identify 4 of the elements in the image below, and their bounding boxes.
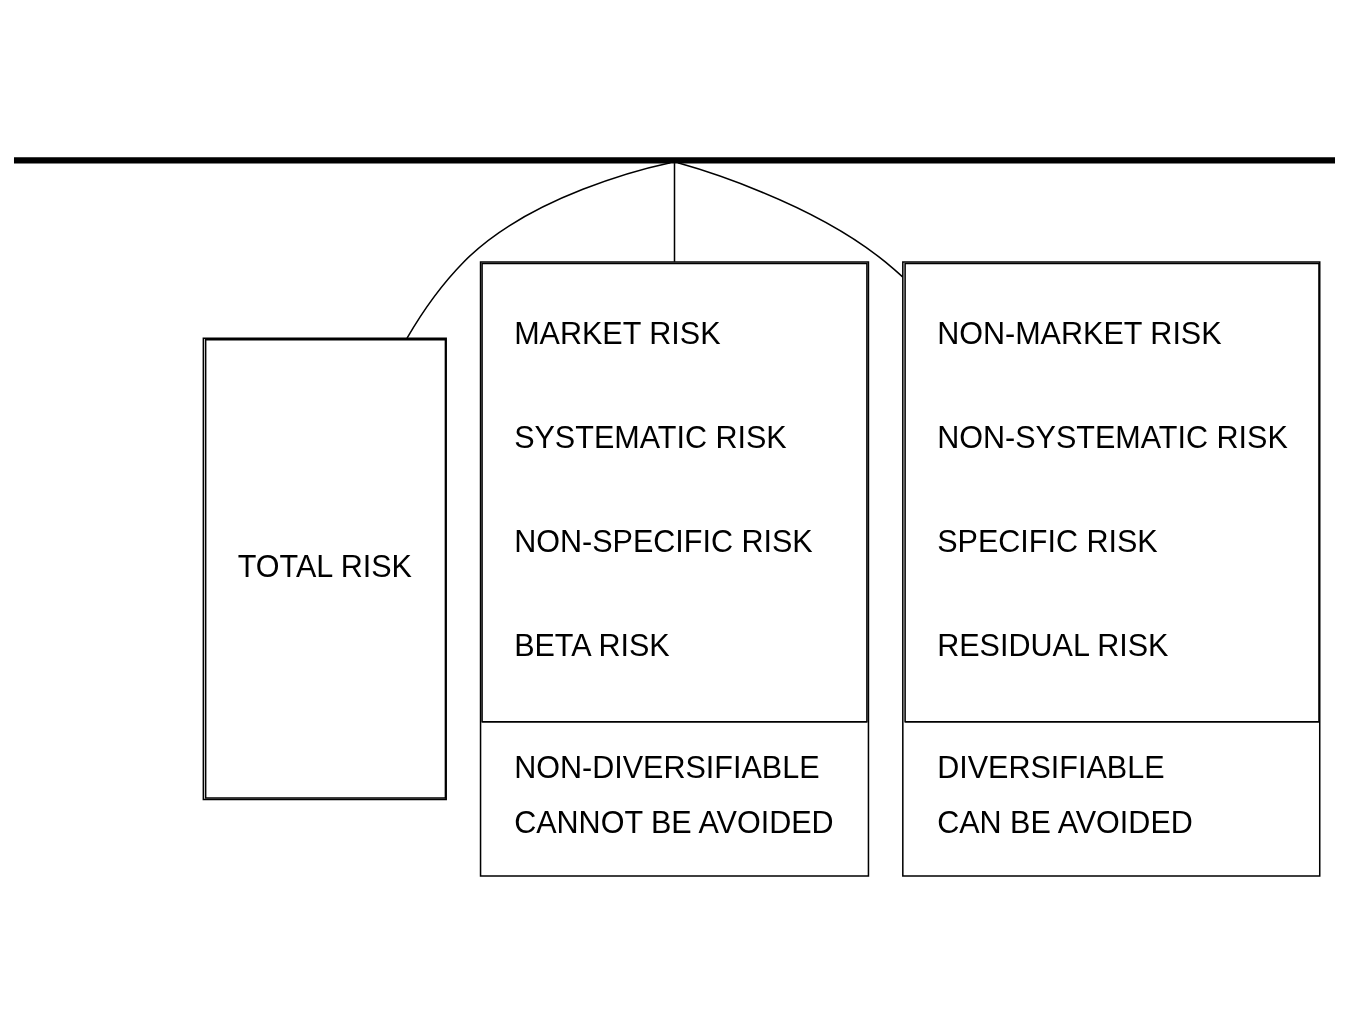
connector (406, 161, 672, 339)
connector (673, 161, 676, 263)
node-bar (14, 156, 1335, 163)
connector (677, 161, 904, 278)
